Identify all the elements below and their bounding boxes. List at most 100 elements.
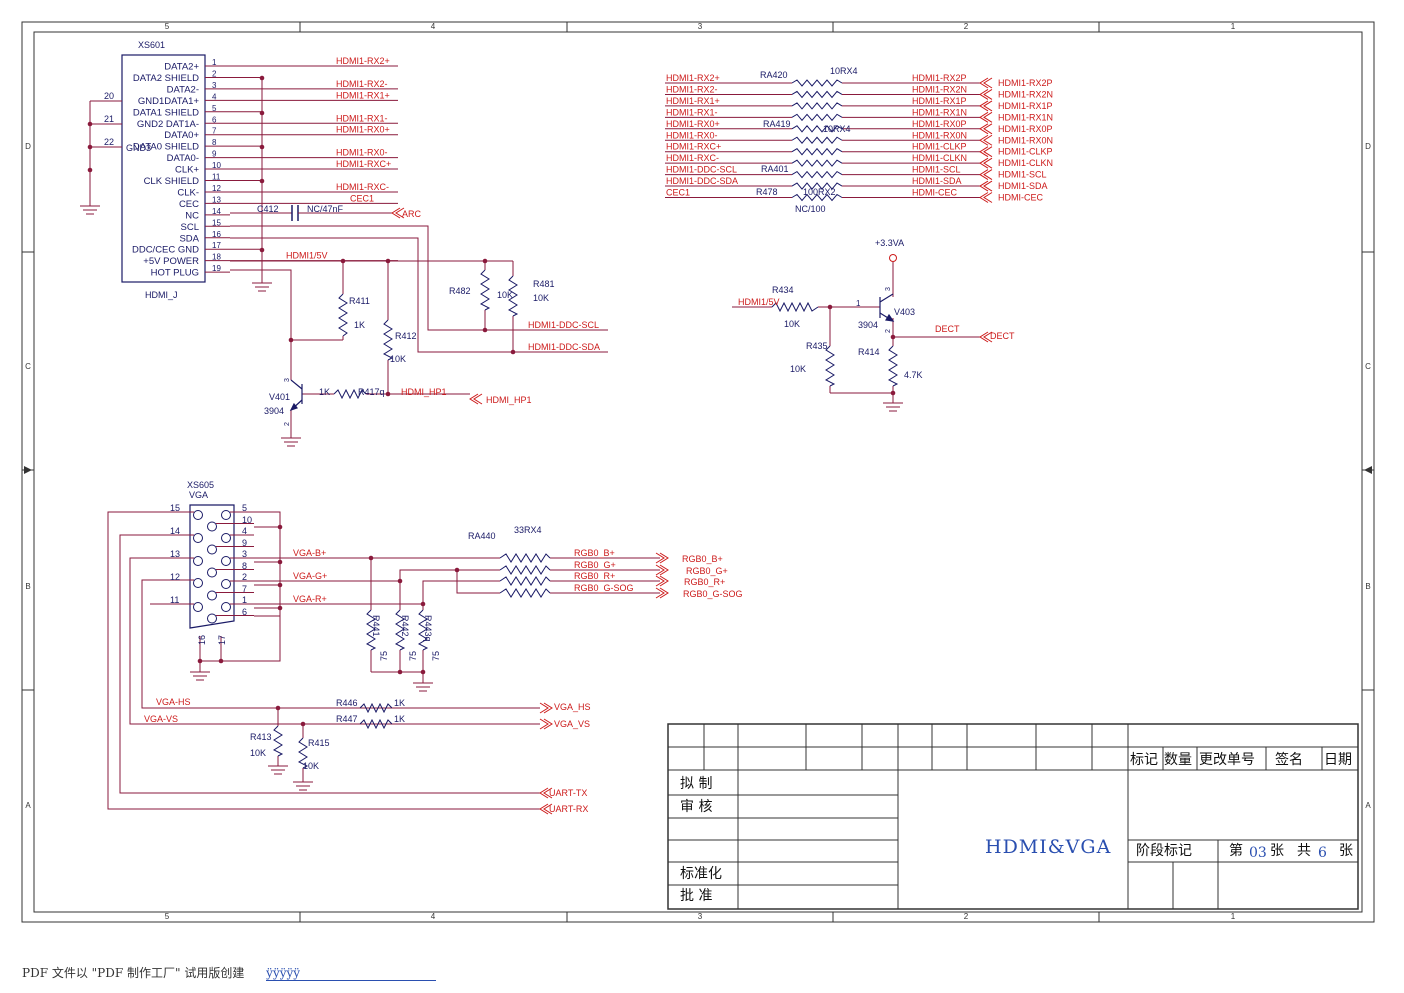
hdmi-pin-net: HDMI1-RX1+ (336, 90, 390, 100)
hdmi-pin-number: 11 (212, 173, 221, 182)
col-label-bottom: 3 (698, 912, 703, 921)
vga-connector-part: VGA (189, 490, 208, 500)
r443-ref: R443q (423, 615, 433, 642)
resnet-port[interactable]: HDMI1-CLKP (979, 146, 1053, 158)
hdmi-pin-name: DDC/CEC GND (132, 245, 199, 256)
row-label-left: B (25, 582, 30, 591)
vga-vs-port[interactable]: VGA_VS (539, 718, 590, 730)
resnet-out-net: HDMI1-RX2N (912, 84, 967, 94)
hdmi-pin-name: DATA0+ (164, 130, 199, 141)
hdmi-pin-number: 1 (212, 58, 217, 67)
vcc-terminal (889, 254, 897, 262)
rgb-r-port[interactable]: RGB0_R+ (655, 575, 725, 587)
vga-pin-hole (193, 556, 203, 566)
vga-vs-net: VGA-VS (144, 714, 178, 724)
resnet-port[interactable]: HDMI1-RX1N (979, 111, 1053, 123)
ra401-value: 100RX2 (803, 187, 836, 197)
vga-pin-number: 12 (170, 572, 180, 582)
ground-symbol (268, 765, 288, 775)
rev-header-mark: 标记 (1130, 752, 1158, 768)
resnet-port[interactable]: HDMI1-RX2N (979, 89, 1053, 100)
hdmi-pin-name: NC (185, 210, 199, 221)
total-number: 6 (1318, 845, 1327, 861)
rgb-b-port[interactable]: RGB0_B+ (655, 552, 723, 564)
col-label-bottom: 5 (165, 912, 170, 921)
r481-value: 10K (533, 293, 549, 303)
rgb-r-port-label: RGB0_R+ (684, 577, 725, 587)
resnet-port[interactable]: HDMI1-RX1P (979, 100, 1053, 112)
resnet-element (791, 136, 843, 145)
rgb-sog-port[interactable]: RGB0_G-SOG (655, 587, 743, 599)
detect-resistors (771, 301, 899, 387)
vga-pin-number: 8 (242, 561, 247, 571)
resnet-port[interactable]: HDMI1-SDA (979, 180, 1048, 192)
resnet-port-label: HDMI-CEC (998, 193, 1043, 203)
hdmi-pin-number: 18 (212, 253, 221, 262)
uart-tx-port[interactable]: UART-TX (539, 787, 587, 799)
hdmi-pin-name: CEC (179, 199, 199, 210)
vcc-label: +3.3VA (875, 238, 904, 248)
r447-value: 1K (394, 714, 405, 724)
hdmi-pin-number: 13 (212, 195, 221, 204)
drawing-title: HDMI&VGA (985, 836, 1111, 858)
resnet-element (791, 79, 843, 87)
arc-port[interactable]: ARC (391, 207, 422, 219)
ra419-ref: RA419 (763, 119, 791, 129)
hdmi-connector-ref: XS601 (138, 40, 165, 50)
hdmi-pin-number: 12 (212, 184, 221, 193)
hdmi-pin-number: 15 (212, 218, 221, 227)
hotplug-junctions (259, 75, 516, 397)
uart-rx-port[interactable]: UART-RX (539, 803, 588, 815)
resnet-port-label: HDMI1-RX1N (998, 112, 1053, 122)
rev-header-change: 更改单号 (1199, 752, 1255, 768)
r412-ref: R412 (395, 331, 417, 341)
r441-value: 75 (379, 651, 389, 661)
vga-pin-number: 3 (242, 549, 247, 559)
resnet-port[interactable]: HDMI1-CLKN (979, 157, 1053, 169)
hdmi-hp-port-label: HDMI_HP1 (486, 395, 532, 405)
vga-wiring (107, 511, 660, 810)
row-label-left: C (25, 362, 31, 371)
sheet-number: 03 (1249, 845, 1267, 861)
r412-value: 10K (390, 354, 406, 364)
vga-pin-hole (207, 590, 217, 601)
vga-pin-number: 7 (242, 584, 247, 594)
footer-link[interactable]: ÿÿÿÿÿ (266, 966, 437, 981)
hdmi-pin-number: 19 (212, 264, 221, 273)
vga-pin-holes (193, 510, 231, 624)
resnet-port[interactable]: HDMI-CEC (979, 192, 1043, 203)
row-label-right: A (1365, 801, 1371, 810)
vga-pin-lines (172, 511, 254, 616)
resnet-port[interactable]: HDMI1-RX2P (979, 77, 1053, 89)
vga-connector: XS605 VGA (172, 480, 254, 629)
resnet-port[interactable]: HDMI1-SCL (979, 169, 1047, 181)
rgb-g-port[interactable]: RGB0_G+ (655, 564, 728, 576)
vga-labels: 15 14 13 12 11 5 10 4 9 3 8 2 7 1 6 16 1… (144, 503, 634, 771)
resnet-port[interactable]: HDMI1-RX0P (979, 123, 1053, 135)
vga-pin-number: 6 (242, 607, 247, 617)
ddc-scl-net: HDMI1-DDC-SCL (528, 320, 599, 330)
vga-shell (189, 504, 235, 629)
vga-hs-port[interactable]: VGA_HS (539, 702, 591, 714)
rev-header-date: 日期 (1324, 752, 1352, 768)
hdmi-pin-name: DATA0- (167, 153, 199, 164)
resnet-element (791, 147, 843, 156)
hdmi-pin-name: DATA1 SHIELD (133, 107, 199, 118)
ra440-ref: RA440 (468, 531, 496, 541)
ra401-ref: RA401 (761, 164, 789, 174)
resnet-port[interactable]: HDMI1-RX0N (979, 134, 1053, 146)
hdmi-pin-name: SDA (179, 233, 199, 244)
dect-port[interactable]: DECT (979, 331, 1015, 343)
vga-pin-number: 13 (170, 549, 180, 559)
r415-value: 10K (303, 761, 319, 771)
hdmi-hp-port[interactable]: HDMI_HP1 (469, 393, 532, 405)
